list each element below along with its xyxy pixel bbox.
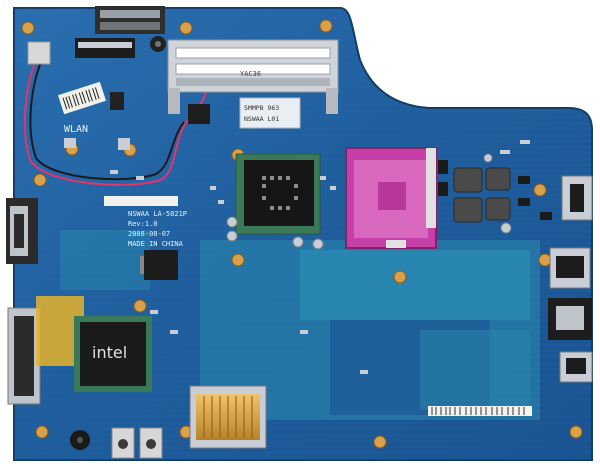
top-port-connector: [95, 6, 165, 34]
sata-connector: [6, 198, 38, 264]
power-inductors: [453, 167, 511, 223]
wlan-label: WLAN: [64, 124, 88, 135]
capacitors: [226, 153, 512, 250]
label-strip: [104, 196, 178, 206]
sticker-sub: NSWAA L01: [244, 115, 279, 123]
mini-pcie-slot: [75, 38, 135, 58]
northbridge-chip: [235, 153, 321, 235]
vga-connector: [7, 307, 41, 405]
cpu-socket: [345, 147, 437, 249]
ram-slot-label: YAC36: [240, 70, 261, 78]
intel-logo-text: intel: [92, 343, 127, 362]
barcode-sticker: [57, 81, 107, 115]
ram-slot: [167, 39, 339, 114]
audio-jacks: [111, 427, 163, 459]
usb-ports-right: [548, 175, 593, 383]
controller-chip: [140, 250, 178, 280]
sticker-code: SMMPB 963: [244, 104, 279, 112]
bottom-barcode: [428, 406, 532, 416]
build-date: 2008-08-07: [128, 230, 170, 238]
intel-chipset: intel: [74, 316, 152, 392]
origin: MADE IN CHINA: [128, 240, 184, 248]
smd-components: [110, 140, 530, 374]
model-number: NSWAA LA-5821P: [128, 210, 187, 218]
mounting-holes: [21, 19, 583, 449]
revision: Rev:1.0: [128, 220, 158, 228]
serial-sticker: SMMPB 963 NSWAA L01: [239, 97, 301, 129]
card-reader-slot: [189, 385, 267, 449]
